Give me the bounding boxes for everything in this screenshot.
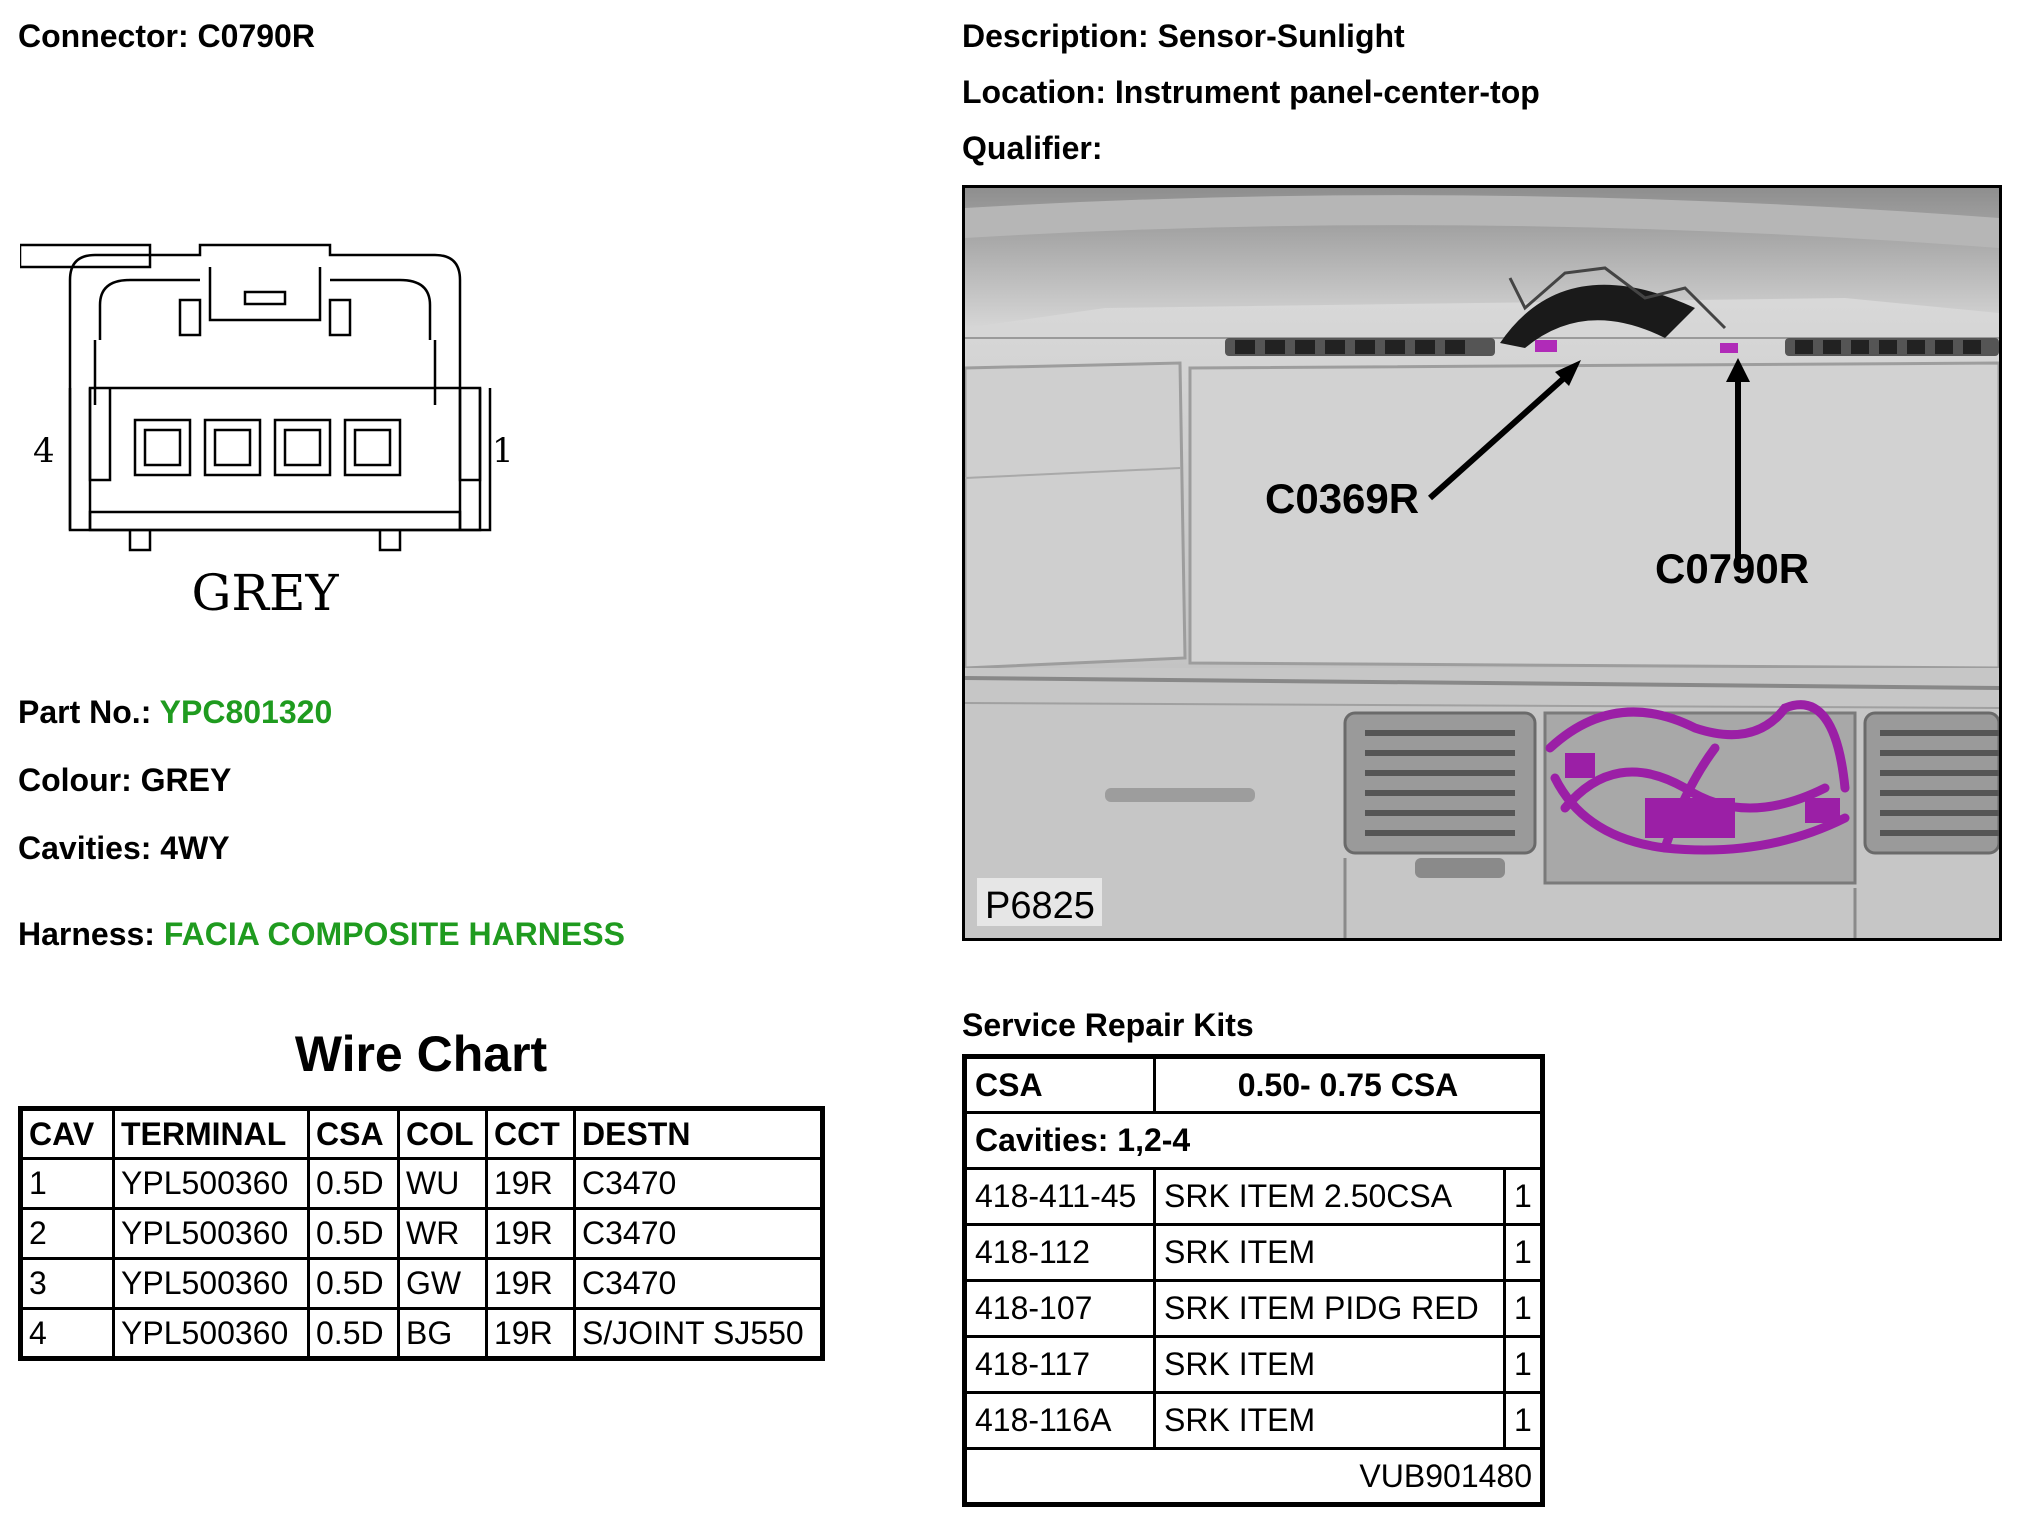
connector-id: C0790R <box>197 18 315 54</box>
destn-cell: S/JOINT SJ550 <box>573 1307 824 1360</box>
kit-quantity: 1 <box>1503 1279 1544 1338</box>
callout-c0790r: C0790R <box>1655 545 1809 592</box>
cavities-line: Cavities: 4WY <box>18 830 230 866</box>
csa-range: 0.50- 0.75 CSA <box>1153 1055 1544 1114</box>
location-photo: C0369R C0790R P6825 <box>962 185 2002 941</box>
cct-cell: 19R <box>485 1207 576 1260</box>
terminal-cell: YPL500360 <box>112 1157 310 1210</box>
harness-link[interactable]: FACIA COMPOSITE HARNESS <box>163 916 625 952</box>
location-value: Instrument panel-center-top <box>1114 74 1540 110</box>
cav-cell: 2 <box>19 1207 115 1260</box>
col-cell: WU <box>397 1157 488 1210</box>
header-csa: CSA <box>307 1107 400 1160</box>
terminal-cell: YPL500360 <box>112 1307 310 1360</box>
location-line: Location: Instrument panel-center-top <box>962 74 1540 110</box>
list-item: 418-117 SRK ITEM 1 <box>963 1335 1544 1394</box>
harness-line: Harness: FACIA COMPOSITE HARNESS <box>18 916 625 952</box>
kit-footer-row: VUB901480 <box>963 1447 1544 1506</box>
header-terminal: TERMINAL <box>112 1107 310 1160</box>
callout-c0369r: C0369R <box>1265 475 1419 522</box>
qualifier-line: Qualifier: <box>962 130 1103 166</box>
part-number-line: Part No.: YPC801320 <box>18 694 333 730</box>
cav-cell: 4 <box>19 1307 115 1360</box>
kit-cavities: Cavities: 1,2-4 <box>963 1111 1544 1170</box>
kit-description: SRK ITEM <box>1153 1335 1506 1394</box>
destn-cell: C3470 <box>573 1157 824 1210</box>
connector-outline: 4 1 GREY <box>18 243 514 622</box>
table-row: 4 YPL500360 0.5D BG 19R S/JOINT SJ550 <box>19 1307 824 1360</box>
col-cell: BG <box>397 1307 488 1360</box>
list-item: 418-411-45 SRK ITEM 2.50CSA 1 <box>963 1167 1544 1226</box>
description-value: Sensor-Sunlight <box>1157 18 1405 54</box>
header-destn: DESTN <box>573 1107 824 1160</box>
kit-quantity: 1 <box>1503 1167 1544 1226</box>
kit-part-number: 418-112 <box>963 1223 1156 1282</box>
table-row: 2 YPL500360 0.5D WR 19R C3470 <box>19 1207 824 1260</box>
part-number-link[interactable]: YPC801320 <box>159 694 333 730</box>
csa-cell: 0.5D <box>307 1157 400 1210</box>
kit-number: VUB901480 <box>963 1447 1544 1506</box>
col-cell: WR <box>397 1207 488 1260</box>
kit-part-number: 418-107 <box>963 1279 1156 1338</box>
cavity-3 <box>203 418 262 477</box>
cavity-1 <box>343 418 402 477</box>
wire-chart-table: CAV TERMINAL CSA COL CCT DESTN 1 YPL5003… <box>18 1106 825 1361</box>
cav-cell: 1 <box>19 1157 115 1210</box>
col-cell: GW <box>397 1257 488 1310</box>
table-row: 1 YPL500360 0.5D WU 19R C3470 <box>19 1157 824 1210</box>
cct-cell: 19R <box>485 1307 576 1360</box>
cavity-2 <box>273 418 332 477</box>
service-kits-title: Service Repair Kits <box>962 1007 1254 1043</box>
cavities-row: Cavities: 1,2-4 <box>963 1111 1544 1170</box>
kit-part-number: 418-411-45 <box>963 1167 1156 1226</box>
connector-face-diagram: 4 1 GREY <box>18 230 540 630</box>
kit-description: SRK ITEM <box>1153 1223 1506 1282</box>
header-col: COL <box>397 1107 488 1160</box>
destn-cell: C3470 <box>573 1257 824 1310</box>
table-row: 3 YPL500360 0.5D GW 19R C3470 <box>19 1257 824 1310</box>
colour-line: Colour: GREY <box>18 762 232 798</box>
kit-description: SRK ITEM PIDG RED <box>1153 1279 1506 1338</box>
wire-chart-title: Wire Chart <box>294 1026 548 1082</box>
dashboard-illustration: C0369R C0790R P6825 <box>965 188 1999 938</box>
cct-cell: 19R <box>485 1157 576 1210</box>
colour-value: GREY <box>140 762 232 798</box>
pin-label-right: 1 <box>492 431 514 471</box>
list-item: 418-116A SRK ITEM 1 <box>963 1391 1544 1450</box>
wire-chart-header-row: CAV TERMINAL CSA COL CCT DESTN <box>19 1107 824 1160</box>
list-item: 418-112 SRK ITEM 1 <box>963 1223 1544 1282</box>
list-item: 418-107 SRK ITEM PIDG RED 1 <box>963 1279 1544 1338</box>
colour-caption: GREY <box>191 564 339 622</box>
kit-description: SRK ITEM <box>1153 1391 1506 1450</box>
csa-cell: 0.5D <box>307 1307 400 1360</box>
header-cct: CCT <box>485 1107 576 1160</box>
cavities-value: 4WY <box>160 830 230 866</box>
cavity-4 <box>133 418 192 477</box>
connector-heading: Connector: C0790R <box>18 18 315 54</box>
terminal-cell: YPL500360 <box>112 1257 310 1310</box>
service-kits-table: CSA 0.50- 0.75 CSA Cavities: 1,2-4 418-4… <box>962 1054 1545 1507</box>
kit-part-number: 418-117 <box>963 1335 1156 1394</box>
kit-quantity: 1 <box>1503 1223 1544 1282</box>
kit-part-number: 418-116A <box>963 1391 1156 1450</box>
figure-id: P6825 <box>985 885 1095 927</box>
csa-cell: 0.5D <box>307 1207 400 1260</box>
terminal-cell: YPL500360 <box>112 1207 310 1260</box>
cav-cell: 3 <box>19 1257 115 1310</box>
cavity-group <box>133 418 402 477</box>
description-line: Description: Sensor-Sunlight <box>962 18 1405 54</box>
csa-label: CSA <box>963 1055 1156 1114</box>
csa-cell: 0.5D <box>307 1257 400 1310</box>
cct-cell: 19R <box>485 1257 576 1310</box>
kit-description: SRK ITEM 2.50CSA <box>1153 1167 1506 1226</box>
csa-row: CSA 0.50- 0.75 CSA <box>963 1055 1544 1114</box>
pin-label-left: 4 <box>33 431 55 471</box>
destn-cell: C3470 <box>573 1207 824 1260</box>
kit-quantity: 1 <box>1503 1335 1544 1394</box>
header-cav: CAV <box>19 1107 115 1160</box>
kit-quantity: 1 <box>1503 1391 1544 1450</box>
